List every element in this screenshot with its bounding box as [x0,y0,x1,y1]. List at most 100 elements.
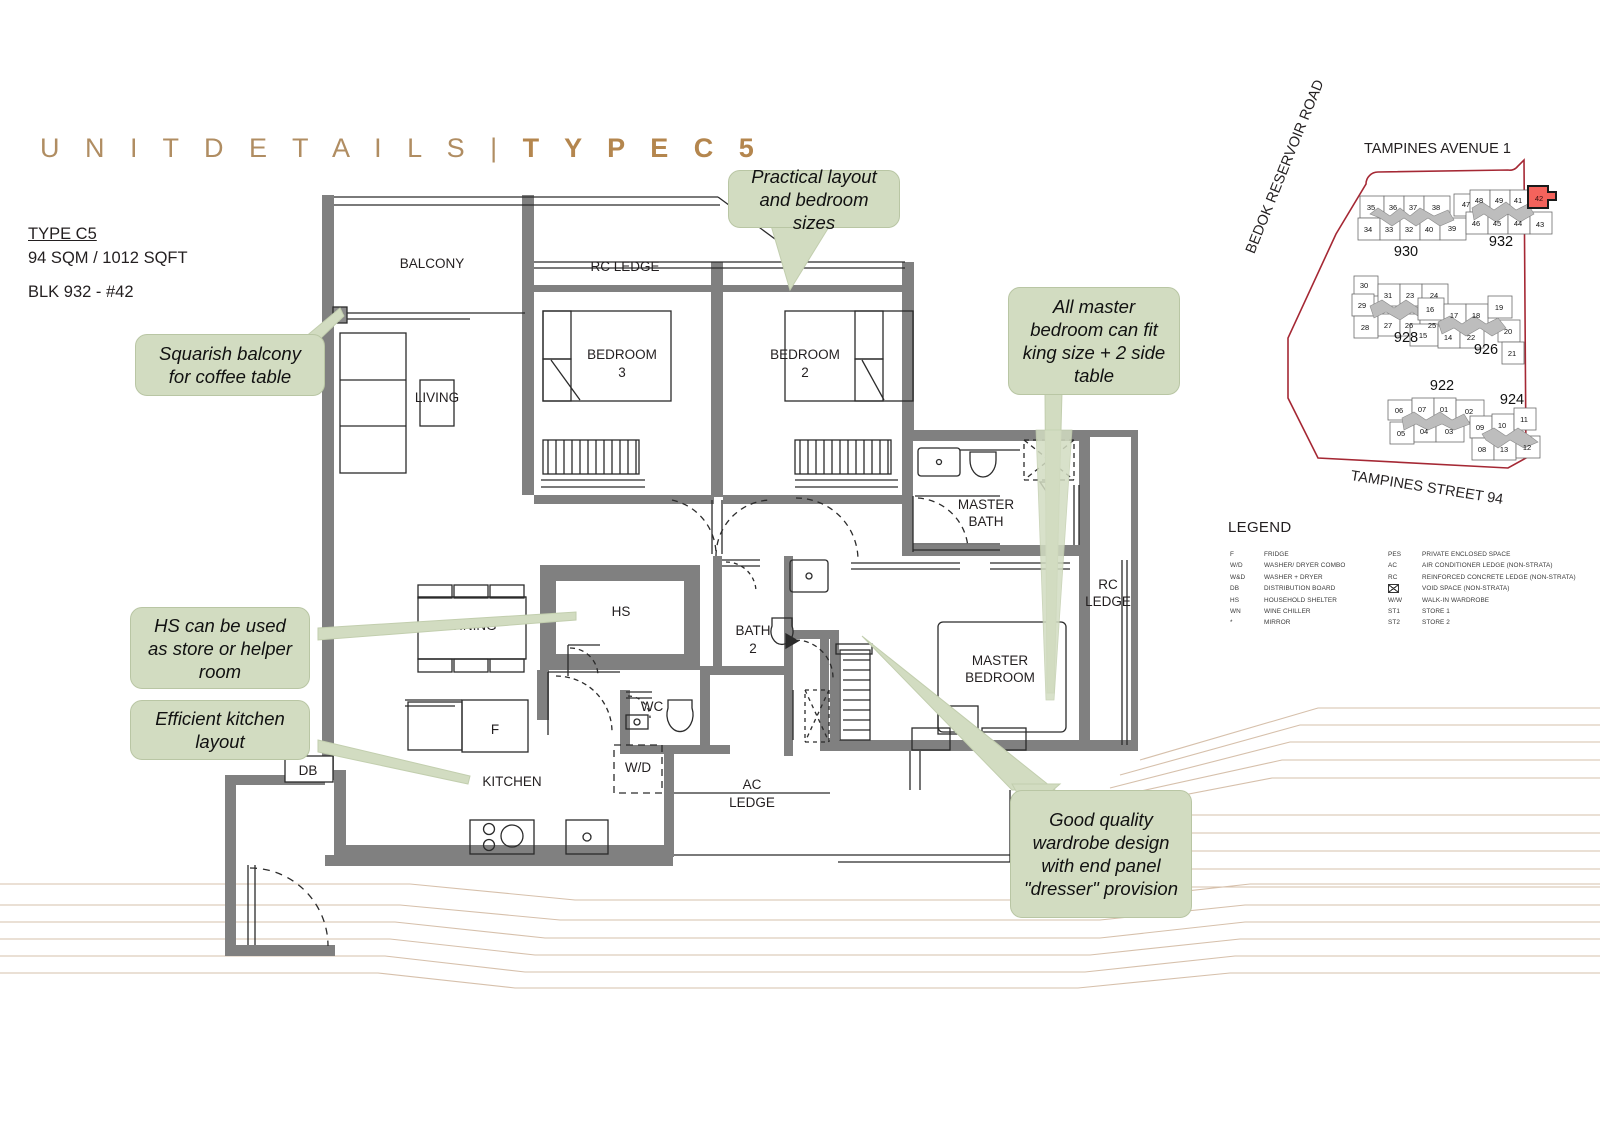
block-932-core [1471,201,1535,223]
svg-text:04: 04 [1420,427,1428,436]
legend-key: F [1230,551,1235,558]
svg-text:26: 26 [1405,321,1413,330]
page-title: U N I T D E T A I L S | T Y P E C 5 [40,133,763,164]
site-boundary [1287,158,1527,469]
label-bedroom3-num: 3 [618,365,626,380]
page-title-plain: U N I T D E T A I L S | [40,133,507,163]
unit-info: TYPE C5 94 SQM / 1012 SQFT [28,222,188,270]
legend-key: AC [1388,562,1398,570]
label-rc-ledge-right-2: LEDGE [1085,594,1131,609]
label-fridge: F [491,722,499,737]
label-bedroom3: BEDROOM [587,347,657,362]
svg-text:48: 48 [1475,196,1483,205]
svg-text:20: 20 [1504,327,1512,336]
label-master-bath-1: MASTER [958,497,1015,512]
svg-text:35: 35 [1367,203,1375,212]
svg-text:31: 31 [1384,291,1392,300]
callout-wardrobe-text: Good quality wardrobe design with end pa… [1024,809,1178,899]
callout-balcony[interactable]: Squarish balcony for coffee table [135,334,325,396]
legend-key [1388,583,1422,594]
block-label-926: 926 [1474,342,1498,358]
label-master-bedroom-2: BEDROOM [965,670,1035,685]
callout-layout-text: Practical layout and bedroom sizes [751,165,877,233]
legend-value: FRIDGE [1264,551,1289,558]
svg-text:05: 05 [1397,429,1405,438]
svg-text:30: 30 [1360,281,1368,290]
svg-text:34: 34 [1364,225,1372,234]
legend-row: W/W WALK-IN WARDROBE [1388,595,1578,606]
svg-text:16: 16 [1426,305,1434,314]
label-master-bath-2: BATH [968,514,1003,529]
svg-text:25: 25 [1428,321,1436,330]
label-washer-dryer: W/D [625,760,651,775]
svg-text:11: 11 [1520,415,1528,424]
callout-wardrobe[interactable]: Good quality wardrobe design with end pa… [1010,790,1192,918]
svg-text:32: 32 [1405,225,1413,234]
svg-text:44: 44 [1514,219,1522,228]
legend-key: RC [1388,573,1398,581]
block-labels: 930 932 928 926 922 924 [1394,234,1524,408]
legend-row: F FRIDGE [1230,549,1400,560]
legend-value: WASHER + DRYER [1264,573,1323,581]
block-label-930: 930 [1394,244,1418,260]
thin-lines [247,196,1128,947]
svg-text:49: 49 [1495,196,1503,205]
label-master-bedroom-1: MASTER [972,653,1029,668]
svg-text:06: 06 [1395,406,1403,415]
legend-value: WASHER/ DRYER COMBO [1264,562,1346,570]
svg-text:41: 41 [1514,196,1522,205]
legend-key: DB [1230,585,1240,593]
legend-value: PRIVATE ENCLOSED SPACE [1422,551,1511,558]
callout-hs[interactable]: HS can be used as store or helper room [130,607,310,689]
svg-text:46: 46 [1472,219,1480,228]
legend-key: W/W [1388,596,1403,604]
callout-kitchen[interactable]: Efficient kitchen layout [130,700,310,760]
unit-type: TYPE C5 [28,225,97,243]
callout-master-bedroom[interactable]: All master bedroom can fit king size + 2… [1008,287,1180,395]
callout-kitchen-text: Efficient kitchen layout [155,708,285,752]
svg-text:23: 23 [1406,291,1414,300]
legend-value: WALK-IN WARDROBE [1422,596,1490,604]
label-balcony: BALCONY [400,256,465,271]
label-bedroom2-num: 2 [801,365,809,380]
svg-text:38: 38 [1432,203,1440,212]
unit-area: 94 SQM / 1012 SQFT [28,249,188,267]
label-ac-ledge-1: AC [743,777,762,792]
svg-text:33: 33 [1385,225,1393,234]
svg-text:14: 14 [1444,333,1452,342]
svg-text:17: 17 [1450,311,1458,320]
svg-text:28: 28 [1361,323,1369,332]
legend-value: AIR CONDITIONER LEDGE (NON-STRATA) [1422,562,1553,570]
svg-text:18: 18 [1472,311,1480,320]
svg-text:43: 43 [1536,220,1544,229]
legend-row: W&D WASHER + DRYER [1230,572,1400,583]
svg-text:10: 10 [1498,421,1506,430]
unit-block: BLK 932 - #42 [28,283,134,301]
svg-text:22: 22 [1467,333,1475,342]
callout-layout[interactable]: Practical layout and bedroom sizes [728,166,900,233]
svg-text:12: 12 [1523,443,1531,452]
label-bath2-2: 2 [749,641,757,656]
block-label-924: 924 [1500,392,1524,408]
legend-key: * [1230,619,1233,627]
block-924-core [1481,427,1539,449]
road-label-avenue-1: TAMPINES AVENUE 1 [1364,141,1511,157]
legend-value: MIRROR [1264,619,1291,627]
label-bath2-1: BATH [735,623,770,638]
legend-value: VOID SPACE (NON-STRATA) [1422,585,1510,593]
legend-key: HS [1230,596,1240,604]
legend-value: STORE 2 [1422,619,1450,627]
label-db: DB [299,763,318,778]
svg-text:09: 09 [1476,423,1484,432]
legend-key: W&D [1230,573,1246,581]
block-label-932: 932 [1489,234,1513,250]
